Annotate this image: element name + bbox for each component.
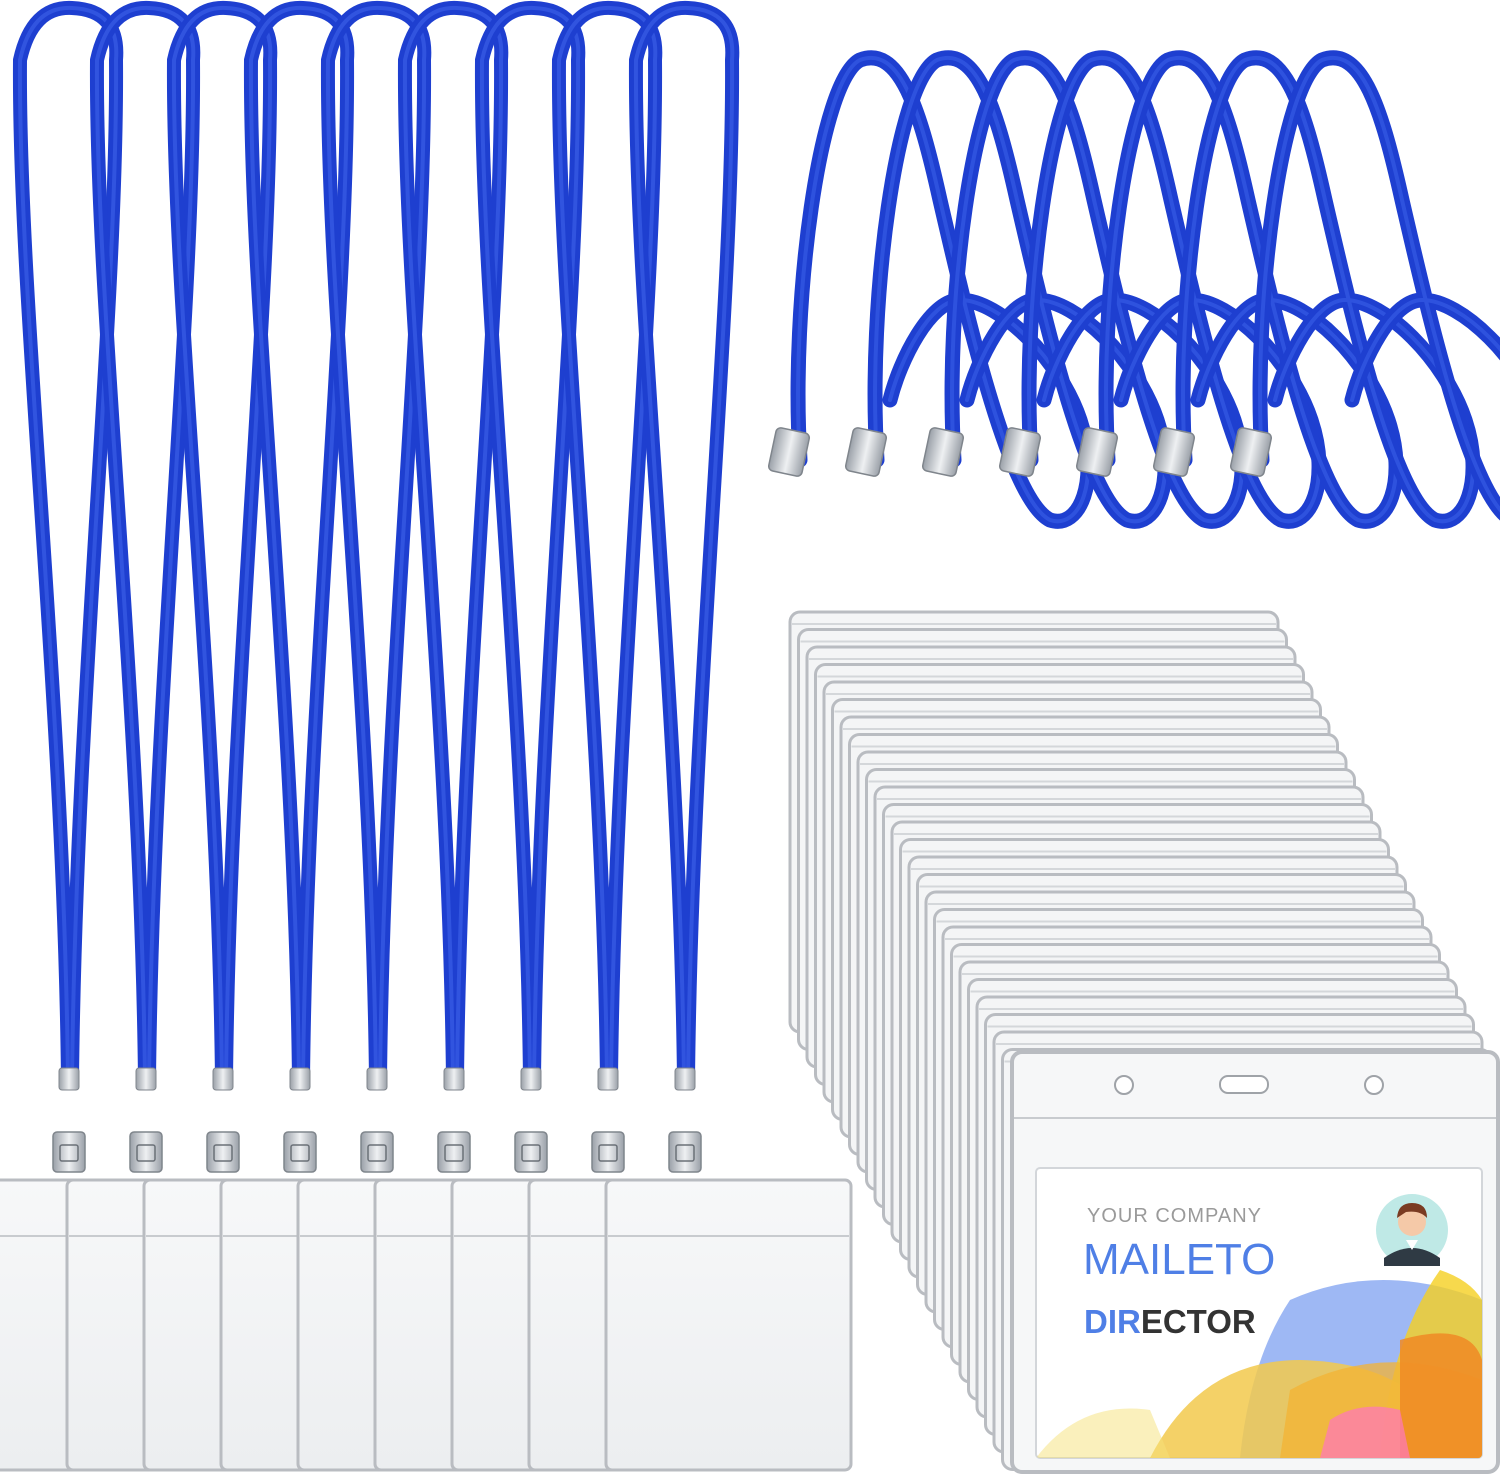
badge-clip-detail	[598, 1144, 618, 1162]
hanging-lanyard	[397, 0, 509, 1173]
badge-clip	[360, 1131, 394, 1173]
holder-hole-right	[1364, 1075, 1384, 1095]
badge-clip	[591, 1131, 625, 1173]
holder-slot	[1219, 1075, 1269, 1094]
looped-badge-clip	[1229, 427, 1273, 477]
badge-clip	[52, 1131, 86, 1173]
looped-badge-clip	[921, 427, 965, 477]
holder-hole-left	[1114, 1075, 1134, 1095]
badge-card	[1010, 1050, 1500, 1474]
looped-lanyard-strap	[1252, 50, 1500, 521]
badge-clip-detail	[521, 1144, 541, 1162]
badge-clip-detail	[59, 1144, 79, 1162]
hanging-lanyard	[166, 0, 278, 1173]
badge-clip	[129, 1131, 163, 1173]
lanyard-strap-highlight	[248, 5, 350, 1082]
lanyard-crimp	[597, 1067, 619, 1091]
badge-title-text: DIRECTOR	[1084, 1303, 1256, 1341]
badge-clip	[437, 1131, 471, 1173]
badge-clip-detail	[213, 1144, 233, 1162]
lanyard-strap-highlight	[171, 5, 273, 1082]
looped-badge-clip	[1152, 427, 1196, 477]
badge-title-part2: ECTOR	[1140, 1303, 1256, 1340]
lanyard-crimp	[58, 1067, 80, 1091]
looped-badge-clip	[1075, 427, 1119, 477]
looped-lanyard-highlight	[1104, 56, 1398, 524]
badge-clip-detail	[367, 1144, 387, 1162]
badge-clip-detail	[136, 1144, 156, 1162]
hanging-lanyard	[12, 0, 124, 1173]
hanging-lanyard	[551, 0, 663, 1173]
hanging-lanyard	[89, 0, 201, 1173]
lanyard-crimp	[135, 1067, 157, 1091]
looped-lanyards	[767, 50, 1500, 529]
badge-title-part1: DIR	[1084, 1303, 1141, 1340]
lanyard-crimp	[212, 1067, 234, 1091]
looped-lanyard	[1152, 50, 1481, 529]
lanyard-crimp	[366, 1067, 388, 1091]
lanyard-strap-highlight	[556, 5, 658, 1082]
lanyard-strap-highlight	[402, 5, 504, 1082]
lanyard-crimp	[443, 1067, 465, 1091]
open-badge-holder	[604, 1178, 853, 1472]
looped-lanyard	[1075, 50, 1404, 529]
lanyard-crimp	[520, 1067, 542, 1091]
looped-lanyard	[1229, 50, 1500, 521]
lanyard-crimp	[289, 1067, 311, 1091]
badge-company-text: YOUR COMPANY	[1087, 1205, 1262, 1227]
looped-lanyard-highlight	[1181, 56, 1475, 524]
looped-lanyard-highlight	[1258, 56, 1500, 513]
looped-badge-clip	[844, 427, 888, 477]
badge-clip-detail	[444, 1144, 464, 1162]
looped-badge-clip	[767, 427, 811, 477]
hanging-lanyard	[243, 0, 355, 1173]
badge-clip-detail	[675, 1144, 695, 1162]
hanging-lanyard	[320, 0, 432, 1173]
looped-badge-clip	[998, 427, 1042, 477]
badge-clip-detail	[290, 1144, 310, 1162]
hanging-lanyard	[628, 0, 740, 1173]
lanyard-crimp	[674, 1067, 696, 1091]
lanyard-strap-highlight	[94, 5, 196, 1082]
card-color-shapes	[1036, 1270, 1482, 1458]
lanyard-strap-highlight	[325, 5, 427, 1082]
badge-clip	[668, 1131, 702, 1173]
badge-clip	[283, 1131, 317, 1173]
person-avatar-icon	[1376, 1194, 1448, 1266]
hanging-lanyard	[474, 0, 586, 1173]
badge-clip	[206, 1131, 240, 1173]
lanyard-strap-highlight	[17, 5, 119, 1082]
lanyard-strap-highlight	[479, 5, 581, 1082]
lanyard-strap-highlight	[633, 5, 735, 1082]
hanging-lanyards	[12, 0, 740, 1173]
open-badge-holders	[0, 1178, 853, 1472]
badge-name-text: MAILETO	[1083, 1235, 1276, 1284]
badge-clip	[514, 1131, 548, 1173]
